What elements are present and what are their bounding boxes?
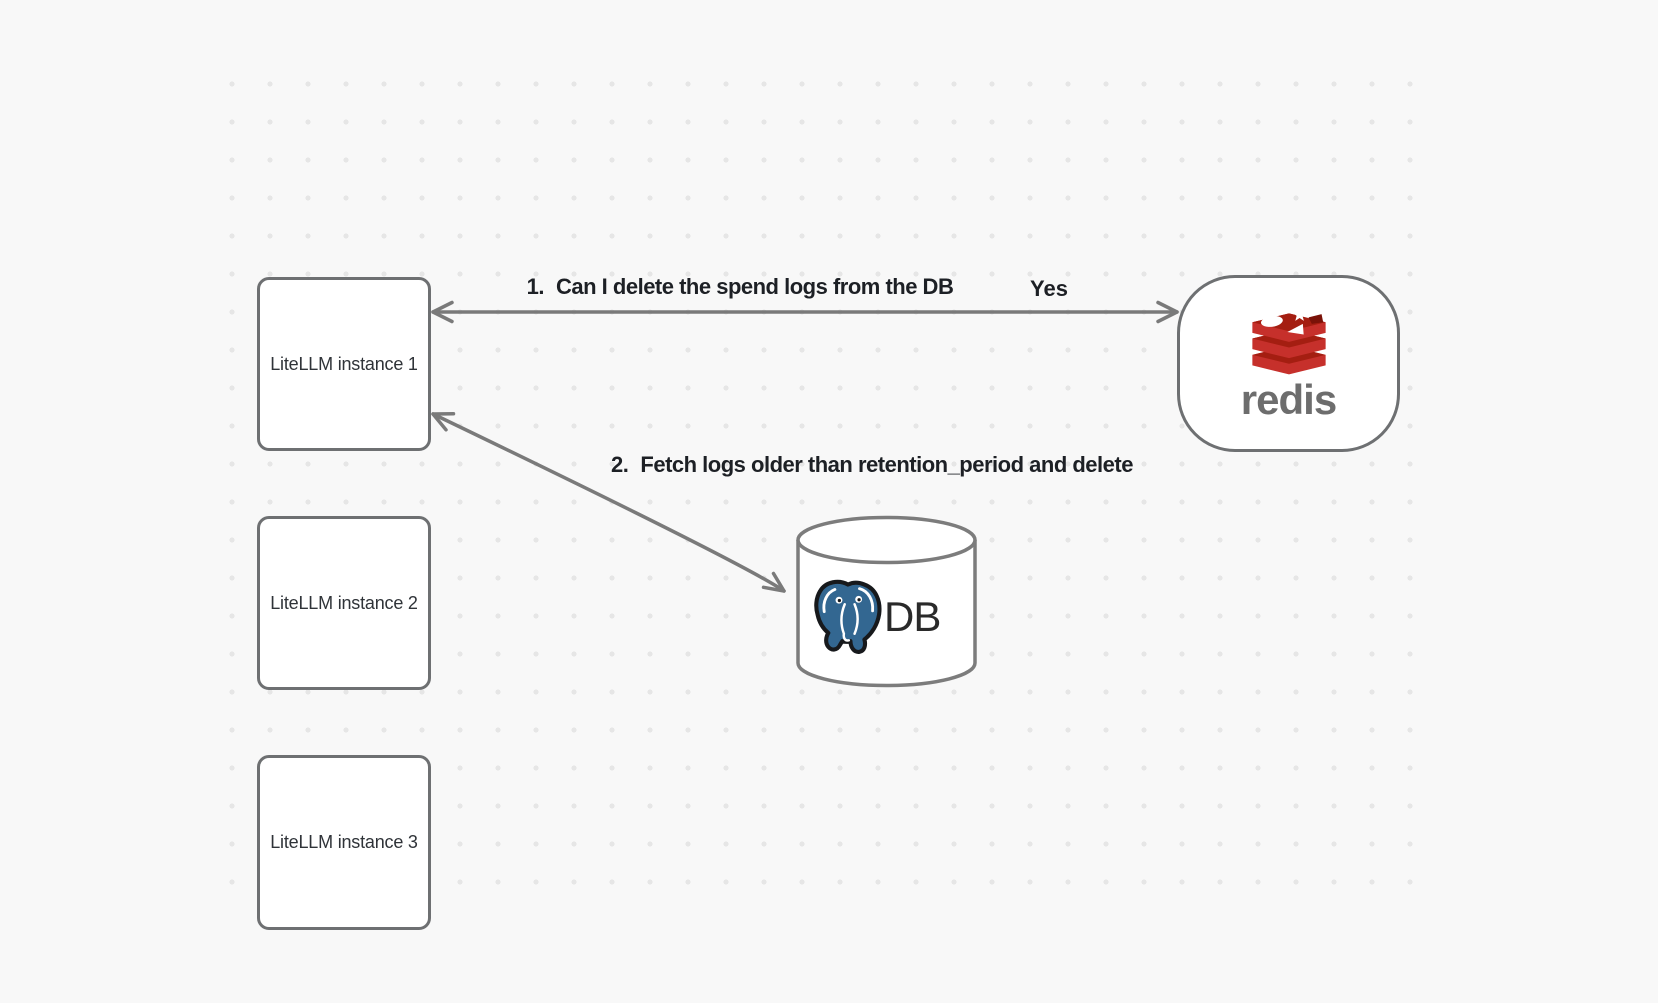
edge-1-label[interactable]: 1. Can I delete the spend logs from the … [527,274,954,300]
node-litellm-instance-3[interactable]: LiteLLM instance 3 [257,755,431,930]
redis-wordmark: redis [1240,376,1337,423]
db-cylinder-body[interactable] [796,540,977,688]
node-litellm-instance-2[interactable]: LiteLLM instance 2 [257,516,431,690]
node-label: LiteLLM instance 3 [270,832,418,852]
db-cylinder[interactable] [796,515,977,688]
postgresql-elephant-icon [814,579,882,654]
node-label: LiteLLM instance 2 [270,592,418,613]
edge-1-reply-label[interactable]: Yes [1030,276,1068,301]
node-label: LiteLLM instance 1 [270,353,418,374]
edge-1-arrow[interactable] [431,300,1179,324]
edge-2-number: 2. [611,452,629,477]
edge-2-arrow[interactable] [431,412,786,593]
edge-1-text: Can I delete the spend logs from the DB [556,274,954,299]
node-redis[interactable]: redis [1177,275,1400,452]
db-cylinder-top[interactable] [796,515,977,565]
redis-stack-icon [1251,307,1326,375]
node-litellm-instance-1[interactable]: LiteLLM instance 1 [257,277,431,451]
edge-1-number: 1. [526,274,545,299]
edge-2-text: Fetch logs older than retention_period a… [640,452,1133,477]
edge-2-label[interactable]: 2. Fetch logs older than retention_perio… [611,452,1133,478]
db-node-label: DB [884,593,941,640]
